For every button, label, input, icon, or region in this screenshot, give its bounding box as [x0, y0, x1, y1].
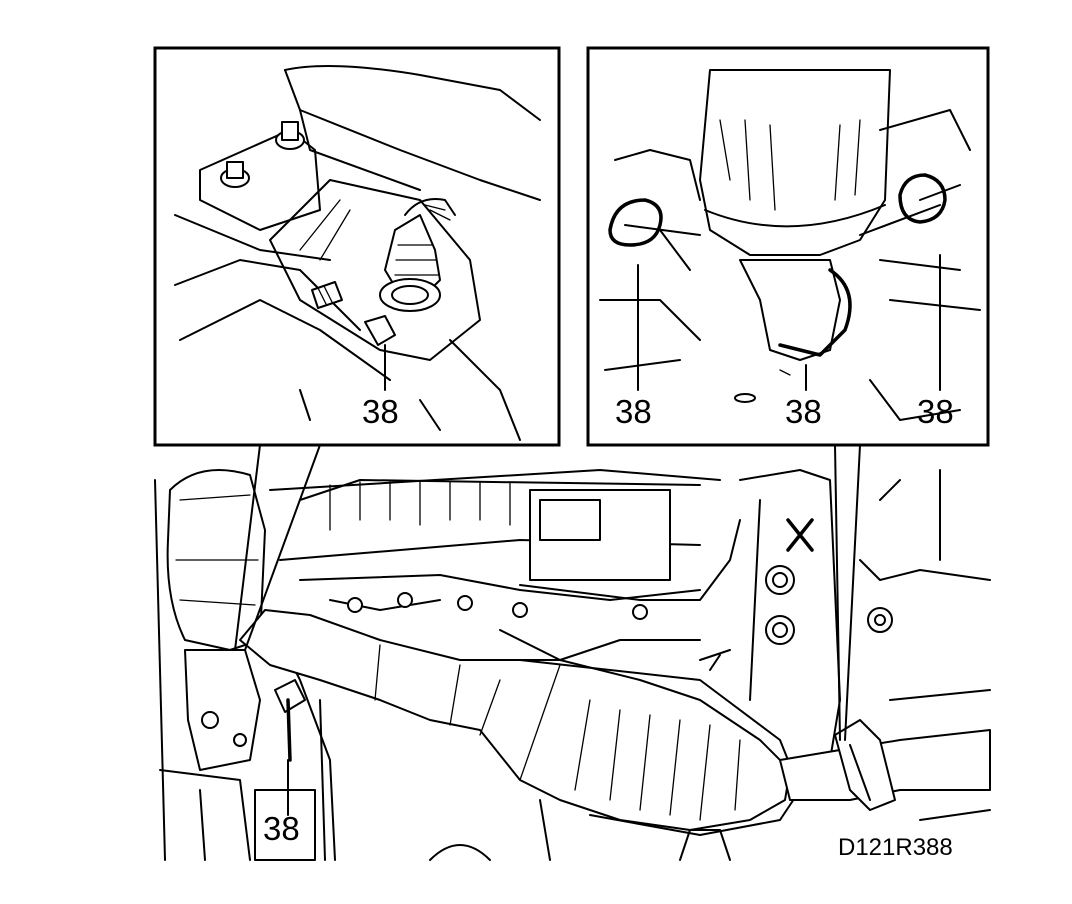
rear-pipe [779, 719, 991, 811]
inset-right-callout-3: 38 [917, 393, 954, 430]
inset-left-drawing [174, 65, 541, 441]
inset-right-callout-1: 38 [615, 393, 652, 430]
main-view: 38 [154, 469, 991, 861]
inset-leaders [234, 444, 861, 741]
inset-right-drawing [599, 69, 981, 421]
inset-right: 38 38 38 [586, 46, 990, 447]
main-view-callout: 38 [263, 810, 300, 847]
front-oxygen-sensor [274, 679, 306, 762]
figure-id: D121R388 [838, 834, 953, 861]
inset-left-callout: 38 [362, 393, 399, 430]
inset-left: 38 [153, 46, 561, 447]
engine-block [154, 469, 741, 861]
inset-right-callout-2: 38 [785, 393, 822, 430]
